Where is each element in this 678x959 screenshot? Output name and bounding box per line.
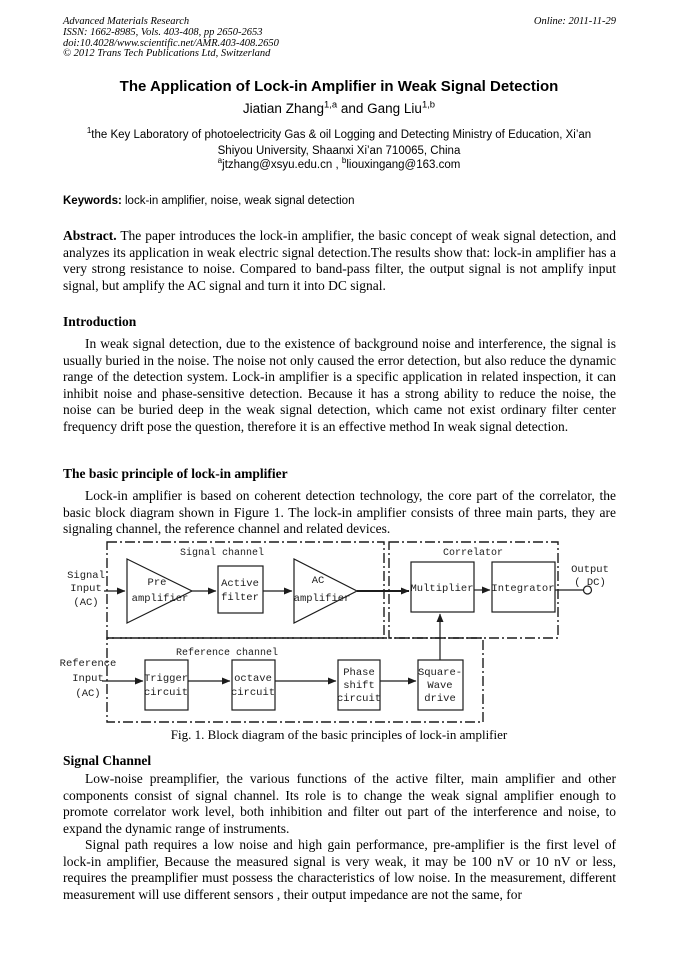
- block-active-filter: Active filter: [217, 565, 264, 614]
- svg-text:Wave: Wave: [427, 680, 452, 692]
- svg-text:shift: shift: [343, 680, 375, 692]
- svg-text:Input: Input: [72, 673, 104, 685]
- principle-paragraph: Lock-in amplifier is based on coherent d…: [63, 488, 616, 536]
- correlator-label: Correlator: [443, 547, 503, 559]
- emails-line: ajtzhang@xsyu.edu.cn , bliouxingang@163.…: [0, 156, 678, 171]
- svg-text:Pre: Pre: [148, 577, 167, 589]
- email-a-superscript: a: [217, 156, 223, 166]
- affiliation-line-2: Shiyou University, Shaanxi Xi’an 710065,…: [217, 144, 461, 157]
- svg-text:Trigger: Trigger: [144, 673, 188, 685]
- figure-1-diagram: Signal channel Correlator Reference chan…: [60, 541, 609, 723]
- signal-input-label: Signal Input (AC): [67, 570, 105, 609]
- block-ac-amplifier: AC amplifier: [293, 558, 359, 624]
- svg-text:Reference: Reference: [60, 658, 117, 670]
- svg-text:Signal: Signal: [67, 570, 105, 582]
- svg-text:filter: filter: [221, 592, 259, 604]
- svg-text:circuit: circuit: [231, 687, 275, 699]
- svg-text:amplifier: amplifier: [132, 593, 189, 605]
- affiliation-superscript: 1: [86, 126, 92, 136]
- authors-line: Jiatian Zhang1,a and Gang Liu1,b: [0, 99, 678, 116]
- heading-introduction: Introduction: [63, 314, 137, 329]
- signal-channel-label: Signal channel: [180, 547, 264, 559]
- svg-text:octave: octave: [234, 673, 272, 685]
- svg-text:circuit: circuit: [337, 693, 381, 705]
- reference-input-label: Reference Input (AC): [60, 658, 117, 700]
- online-date: Online: 2011-11-29: [533, 16, 616, 27]
- svg-text:Input: Input: [70, 583, 102, 595]
- paper-title: The Application of Lock-in Amplifier in …: [119, 78, 559, 95]
- svg-text:Square-: Square-: [418, 667, 462, 679]
- block-octave-circuit: octave circuit: [231, 659, 276, 711]
- signal-channel-paragraphs: Low-noise preamplifier, the various func…: [63, 771, 616, 903]
- author-2-superscript: 1,b: [421, 99, 436, 111]
- heading-principle: The basic principle of lock-in amplifier: [63, 466, 288, 481]
- abstract-label: Abstract.: [63, 228, 117, 243]
- email-a: jtzhang@xsyu.edu.cn: [222, 159, 333, 171]
- svg-text:( DC): ( DC): [574, 577, 606, 589]
- doi-line: doi:10.4028/www.scientific.net/AMR.403-4…: [63, 37, 279, 49]
- block-square-wave-drive: Square- Wave drive: [417, 659, 464, 711]
- svg-text:amplifier: amplifier: [294, 593, 351, 605]
- keywords-label: Keywords:: [63, 195, 122, 207]
- copyright-line: © 2012 Trans Tech Publications Ltd, Swit…: [63, 48, 271, 60]
- block-trigger-circuit: Trigger circuit: [144, 659, 189, 711]
- authors-conjunction: and: [337, 101, 368, 116]
- block-pre-amplifier: Pre amplifier: [126, 558, 194, 624]
- output-terminal: [582, 585, 593, 595]
- signal-channel-paragraph-2: Signal path requires a low noise and hig…: [63, 837, 616, 902]
- heading-signal-channel: Signal Channel: [63, 753, 152, 768]
- journal-header: Advanced Materials Research ISSN: 1662-8…: [63, 16, 279, 60]
- svg-text:Output: Output: [571, 564, 609, 576]
- author-1: Jiatian Zhang: [242, 101, 324, 116]
- abstract-paragraph: Abstract. The paper introduces the lock-…: [63, 228, 616, 294]
- keywords-line: Keywords: lock-in amplifier, noise, weak…: [63, 195, 616, 207]
- svg-text:AC: AC: [312, 575, 325, 587]
- svg-text:(AC): (AC): [73, 597, 98, 609]
- svg-text:Multiplier: Multiplier: [410, 583, 473, 595]
- block-integrator: Integrator: [491, 561, 556, 613]
- block-phase-shift-circuit: Phase shift circuit: [337, 659, 381, 711]
- signal-channel-paragraph-1: Low-noise preamplifier, the various func…: [63, 771, 616, 836]
- email-b-superscript: b: [341, 156, 347, 166]
- svg-text:Phase: Phase: [343, 667, 375, 679]
- author-1-superscript: 1,a: [323, 99, 338, 111]
- author-2: Gang Liu: [367, 101, 422, 116]
- journal-name: Advanced Materials Research: [63, 16, 190, 27]
- block-multiplier: Multiplier: [410, 561, 475, 613]
- svg-text:drive: drive: [424, 693, 456, 705]
- email-b: liouxingang@163.com: [346, 159, 461, 171]
- abstract-text: The paper introduces the lock-in amplifi…: [63, 228, 616, 293]
- reference-channel-frame: [106, 637, 484, 723]
- svg-text:(AC): (AC): [75, 688, 100, 700]
- svg-text:circuit: circuit: [144, 687, 188, 699]
- email-separator: ,: [332, 159, 342, 171]
- issn-line: ISSN: 1662-8985, Vols. 403-408, pp 2650-…: [63, 26, 263, 38]
- svg-text:Active: Active: [221, 578, 259, 590]
- output-label: Output ( DC): [571, 564, 609, 589]
- introduction-paragraph: In weak signal detection, due to the exi…: [63, 336, 616, 434]
- svg-text:Integrator: Integrator: [491, 583, 554, 595]
- figure-caption: Fig. 1. Block diagram of the basic princ…: [170, 727, 508, 742]
- keywords-text: lock-in amplifier, noise, weak signal de…: [125, 195, 355, 207]
- affiliation: 1the Key Laboratory of photoelectricity …: [0, 126, 678, 159]
- reference-channel-label: Reference channel: [176, 647, 278, 659]
- affiliation-line-1: 1the Key Laboratory of photoelectricity …: [86, 126, 592, 141]
